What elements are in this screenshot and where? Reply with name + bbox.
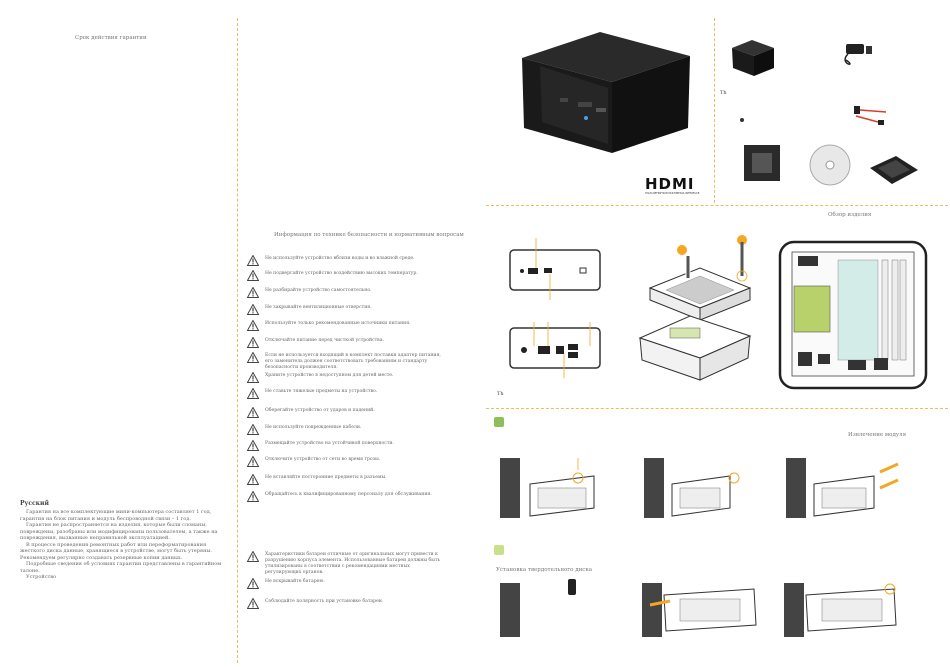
warranty-paragraph: Гарантия не распространяется на изделия,… xyxy=(20,522,218,541)
warning-text: Размещайте устройство на устойчивой пове… xyxy=(265,441,394,446)
manual-thumbnail xyxy=(870,156,918,184)
warning-icon xyxy=(247,551,259,562)
power-adapter-thumbnail xyxy=(844,44,872,66)
warning-text: Не используйте поврежденные кабели. xyxy=(265,425,362,430)
warning-icon xyxy=(247,474,259,485)
disassembly-illustration xyxy=(638,235,752,381)
warning-icon xyxy=(247,337,259,348)
warranty-paragraph: Устройство xyxy=(26,574,57,580)
warning-text: Не вскрывайте батарею. xyxy=(265,579,325,584)
step-1-marker xyxy=(677,245,687,255)
hdd-title: Установка твердотельного диска xyxy=(496,567,593,573)
language-heading: Русский xyxy=(20,500,49,507)
hdd-step-2 xyxy=(642,583,757,637)
warning-icon xyxy=(247,255,259,266)
warranty-paragraph: Подробные сведения об условиях гарантии … xyxy=(20,561,222,574)
overview-title: Обзор изделия xyxy=(828,212,872,218)
product-photo xyxy=(522,32,690,153)
warning-text: Если не используется входящий в комплект… xyxy=(265,353,441,370)
memory-step-2 xyxy=(644,458,740,518)
warning-text: Не разбирайте устройство самостоятельно. xyxy=(265,288,372,293)
hdd-step-1 xyxy=(500,579,576,637)
step-hdd-marker xyxy=(494,545,504,555)
mini-pc-thumbnail xyxy=(732,40,774,76)
memory-step-3 xyxy=(786,458,899,518)
warning-text: Оберегайте устройство от ударов и падени… xyxy=(265,408,375,413)
warning-icon xyxy=(247,598,259,609)
warranty-paragraph: В процессе проведения ремонтных работ ил… xyxy=(20,541,212,561)
step-2-marker xyxy=(737,235,747,245)
warning-icon xyxy=(247,304,259,315)
warning-text: Отключите устройство от сети во время гр… xyxy=(265,457,381,462)
driver-disc-thumbnail xyxy=(809,144,851,186)
memory-area xyxy=(837,259,879,361)
overview-divider xyxy=(486,205,948,206)
warning-text: Обращайтесь к квалифицированному персона… xyxy=(265,492,432,497)
steps-divider xyxy=(486,408,948,409)
warning-icon xyxy=(247,491,259,502)
hdd-step-3 xyxy=(784,583,897,637)
warning-text: Используйте только рекомендованные источ… xyxy=(265,321,411,326)
hdd-install-steps xyxy=(500,579,897,637)
memory-title: Извлечение модуля xyxy=(848,432,907,438)
port-views xyxy=(509,238,601,378)
motherboard-top-view xyxy=(778,240,928,390)
warning-icon xyxy=(247,424,259,435)
warning-icon xyxy=(247,352,259,363)
warning-text: Отключайте питание перед чисткой устройс… xyxy=(265,338,384,343)
warning-icon xyxy=(247,320,259,331)
warning-text: Храните устройство в недоступном для дет… xyxy=(265,373,394,378)
warning-text: Не подвергайте устройство воздействию вы… xyxy=(265,271,418,276)
right-divider xyxy=(714,18,715,203)
warning-text: Не используйте устройство вблизи воды и … xyxy=(265,256,415,261)
left-divider xyxy=(237,18,238,663)
sata-cable-thumbnail xyxy=(854,106,887,125)
warning-icon xyxy=(247,578,259,589)
warranty-paragraph: Гарантия на все комплектующие мини-компь… xyxy=(20,509,212,522)
warning-text: Соблюдайте полярность при установке бата… xyxy=(265,599,384,604)
warning-icon xyxy=(247,456,259,467)
step-memory-marker xyxy=(494,417,504,427)
warning-text: Не вставляйте посторонние предметы в раз… xyxy=(265,475,387,480)
wifi-module-highlight xyxy=(793,285,831,333)
memory-removal-steps xyxy=(500,458,899,518)
warning-text: Не закрывайте вентиляционные отверстия. xyxy=(265,305,372,310)
warning-icon xyxy=(247,440,259,451)
warning-icon xyxy=(247,407,259,418)
warning-text: Характеристики батареи отличные от ориги… xyxy=(265,552,441,575)
warning-icon xyxy=(247,287,259,298)
hdmi-tagline: HIGH-DEFINITION MULTIMEDIA INTERFACE xyxy=(645,192,700,195)
warning-text: Не ставьте тяжелые предметы на устройств… xyxy=(265,389,378,394)
warning-icon xyxy=(247,270,259,281)
warning-icon xyxy=(247,388,259,399)
ports-caption: Th xyxy=(497,391,504,397)
memory-step-1 xyxy=(500,458,595,518)
hdmi-logo: HDMI xyxy=(645,175,695,193)
package-caption: Th xyxy=(720,90,727,96)
warning-icon xyxy=(247,372,259,383)
package-contents xyxy=(732,40,918,186)
warranty-text: Гарантия на все комплектующие мини-компь… xyxy=(20,509,232,581)
warranty-title: Срок действия гарантии xyxy=(75,35,147,41)
safety-title: Информация по технике безопасности и нор… xyxy=(274,232,464,238)
screw-thumbnail xyxy=(740,118,744,122)
vesa-bracket-thumbnail xyxy=(744,145,780,181)
